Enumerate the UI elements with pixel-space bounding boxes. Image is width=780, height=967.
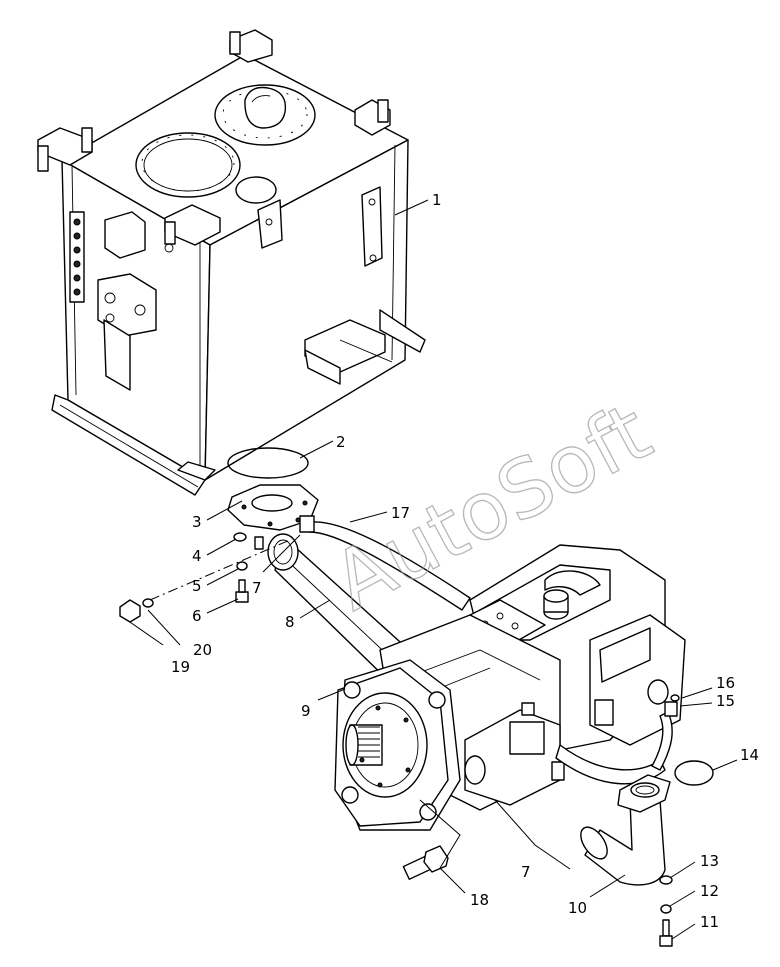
- suction-flange: [227, 484, 319, 531]
- tank-top-cover: [135, 132, 241, 198]
- elbow-fitting: [580, 774, 671, 886]
- callout-10: 10: [568, 899, 587, 917]
- hydraulic-tank: [37, 29, 426, 496]
- tank-bracket: [354, 99, 391, 136]
- callout-1: 1: [432, 191, 442, 209]
- callout-18: 18: [470, 891, 489, 909]
- callout-17: 17: [391, 504, 410, 522]
- callout-8: 8: [285, 613, 295, 631]
- tank-front-fittings: [69, 211, 157, 391]
- hydraulic-pump: [334, 544, 686, 831]
- gasket: [227, 447, 309, 479]
- callout-20: 20: [193, 641, 212, 659]
- callout-12: 12: [700, 882, 719, 900]
- callout-5: 5: [192, 577, 202, 595]
- callout-4: 4: [192, 547, 202, 565]
- callout-15: 15: [716, 692, 735, 710]
- coupling-bolt: [402, 845, 449, 880]
- callout-13: 13: [700, 852, 719, 870]
- bolt-stack-left: [233, 532, 264, 603]
- callout-11: 11: [700, 913, 719, 931]
- callout-2: 2: [336, 433, 346, 451]
- bolt-stack-right: [659, 875, 673, 947]
- filler-cap: [214, 84, 316, 146]
- pump-shaft: [345, 724, 383, 766]
- tank-bracket: [229, 29, 273, 63]
- callout-19: 19: [171, 658, 190, 676]
- mount-plate: [257, 199, 283, 249]
- callout-16: 16: [716, 674, 735, 692]
- o-ring: [674, 760, 714, 786]
- callout-14: 14: [740, 746, 759, 764]
- level-gauge: [361, 186, 383, 267]
- callout-7-upper: 7: [252, 579, 262, 597]
- leader-lines: [126, 199, 738, 940]
- tank-bracket: [164, 204, 221, 246]
- pilot-hose: [651, 711, 673, 771]
- tank-side-bracket: [304, 309, 426, 385]
- breather-port: [235, 176, 277, 204]
- callout-6: 6: [192, 607, 202, 625]
- drain-plug: [119, 598, 154, 623]
- callout-9: 9: [301, 702, 311, 720]
- callout-3: 3: [192, 513, 202, 531]
- tank-bracket: [37, 127, 93, 172]
- callout-7-lower: 7: [521, 863, 531, 881]
- plug: [254, 536, 264, 550]
- hose-fitting: [664, 701, 678, 717]
- pressure-hose: [555, 744, 666, 785]
